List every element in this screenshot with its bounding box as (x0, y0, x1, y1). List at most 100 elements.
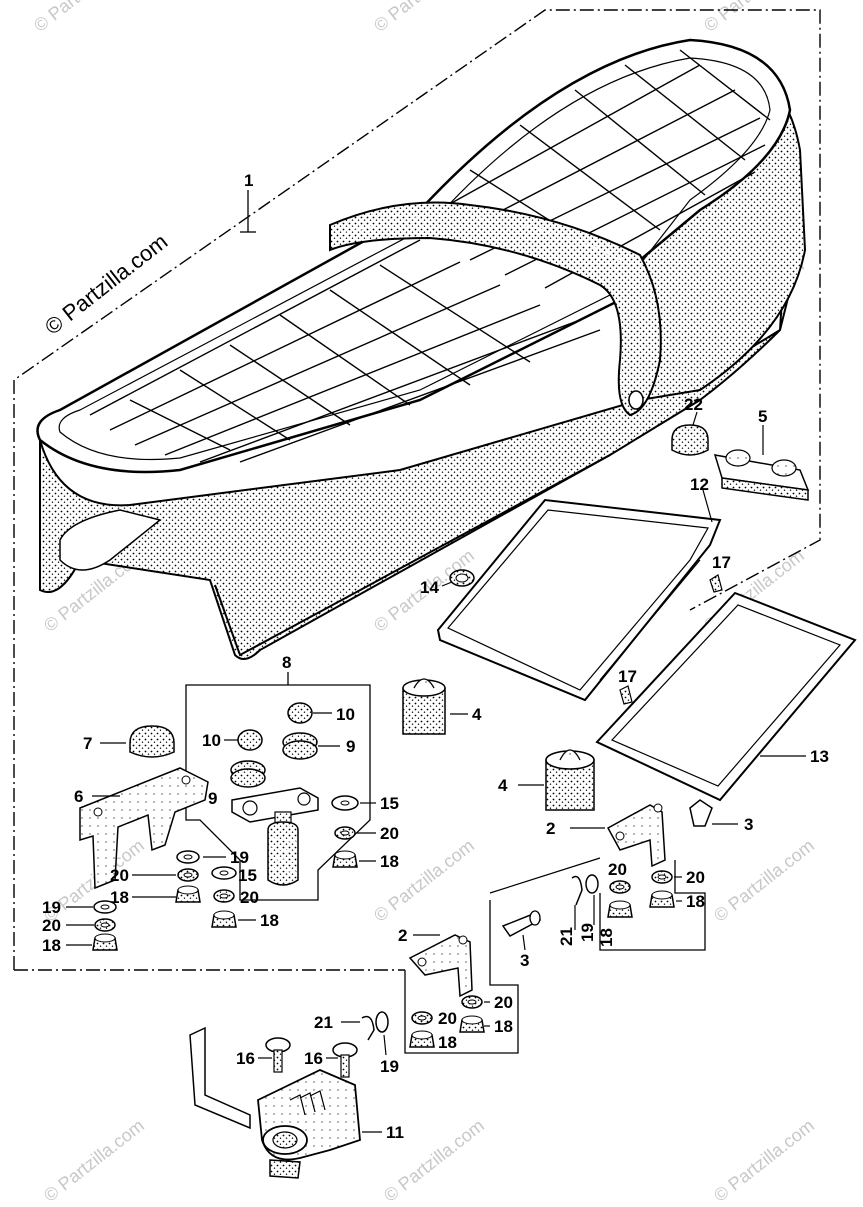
callout-5: 5 (758, 407, 767, 426)
callout-19c: 19 (578, 923, 597, 942)
callout-18b: 18 (110, 888, 129, 907)
group-right-leaders (489, 857, 682, 951)
washer-19c (585, 874, 599, 894)
bracket-2b (408, 934, 473, 998)
callout-21a: 21 (557, 927, 576, 946)
cap-7 (100, 725, 175, 758)
washer-19a (93, 900, 117, 914)
washer-19d (375, 1011, 389, 1033)
callout-9b: 9 (208, 789, 217, 808)
callout-18d: 18 (380, 852, 399, 871)
rubber-block-5 (713, 425, 810, 501)
cap-22 (671, 411, 709, 456)
callout-17a: 17 (712, 553, 731, 572)
bolt-3a (689, 799, 738, 827)
callout-20b: 20 (110, 866, 129, 885)
clip-17a (709, 574, 723, 593)
group-right-bracket (599, 860, 706, 951)
callout-6: 6 (74, 787, 83, 806)
washer-20d (334, 826, 356, 840)
tray-13 (595, 591, 857, 802)
grommet-9b (230, 760, 266, 788)
washer-15b (331, 795, 359, 811)
frame-12 (436, 489, 722, 702)
callout-18f: 18 (686, 892, 705, 911)
callout-15a: 15 (380, 794, 399, 813)
callout-9a: 9 (346, 737, 355, 756)
nut-18d (332, 850, 358, 868)
callout-8: 8 (282, 653, 291, 672)
washer-20e (609, 880, 631, 894)
callout-15b: 15 (238, 866, 257, 885)
washer-20g (461, 995, 483, 1009)
grommet-10b (224, 729, 263, 751)
callout-19d: 19 (380, 1057, 399, 1076)
callout-4a: 4 (472, 705, 482, 724)
callout-19b: 19 (230, 848, 249, 867)
bracket-2a (570, 803, 666, 868)
washer-15a (211, 866, 237, 880)
callout-16b: 16 (304, 1049, 323, 1068)
callout-11: 11 (386, 1123, 404, 1142)
callout-3b: 3 (520, 951, 529, 970)
washer-20f (651, 870, 673, 884)
washer-20h (411, 1011, 433, 1025)
callout-19a: 19 (42, 898, 61, 917)
nut-18h (409, 1030, 435, 1048)
callout-20a: 20 (42, 916, 61, 935)
group-8-leaders (66, 802, 376, 946)
callout-4b: 4 (498, 776, 508, 795)
callout-18c: 18 (260, 911, 279, 930)
grommet-14 (441, 569, 475, 587)
group-lower-leaders (341, 1001, 490, 1056)
washer-20b (177, 868, 199, 882)
nut-18f (649, 890, 675, 908)
callout-20d: 20 (380, 824, 399, 843)
group-8-bracket (185, 684, 371, 901)
nut-18b (175, 885, 201, 903)
callout-18g: 18 (494, 1017, 513, 1036)
nut-18c (211, 910, 237, 928)
seat-lock-11 (189, 1026, 382, 1179)
callout-20e: 20 (608, 860, 627, 879)
callout-12: 12 (690, 475, 709, 494)
callout-20c: 20 (240, 888, 259, 907)
screw-16a (258, 1037, 291, 1073)
callout-1: 1 (244, 171, 253, 190)
callout-16a: 16 (236, 1049, 255, 1068)
spring-plunger (267, 821, 299, 886)
callout-18h: 18 (438, 1033, 457, 1052)
callout-14: 14 (420, 578, 439, 597)
callout-22: 22 (684, 395, 703, 414)
callout-17b: 17 (618, 667, 637, 686)
damper-4a (402, 678, 468, 735)
clip-21a (571, 875, 583, 906)
callout-7: 7 (83, 734, 92, 753)
assembly-boundary (13, 9, 821, 970)
washer-19b (176, 850, 200, 864)
damper-4b (518, 749, 595, 811)
callout-2b: 2 (398, 926, 407, 945)
callout-20g: 20 (494, 993, 513, 1012)
washer-20c (213, 889, 235, 903)
group-lower-bracket (404, 900, 519, 1054)
clip-21b (361, 1015, 375, 1041)
seat (36, 38, 807, 660)
seat-quilting (89, 49, 771, 463)
screw-16b (326, 1042, 358, 1078)
callout-13: 13 (810, 747, 829, 766)
nut-18e (607, 900, 633, 918)
callout-20f: 20 (686, 868, 705, 887)
washer-20a (94, 918, 116, 932)
plate-with-bolt (231, 787, 319, 829)
callout-20h: 20 (438, 1009, 457, 1028)
nut-18a (92, 933, 118, 951)
callout-21b: 21 (314, 1013, 333, 1032)
callout-18a: 18 (42, 936, 61, 955)
nut-18g (459, 1015, 485, 1033)
clip-17b (619, 685, 633, 705)
callout-10b: 10 (202, 731, 221, 750)
callout-10a: 10 (336, 705, 355, 724)
